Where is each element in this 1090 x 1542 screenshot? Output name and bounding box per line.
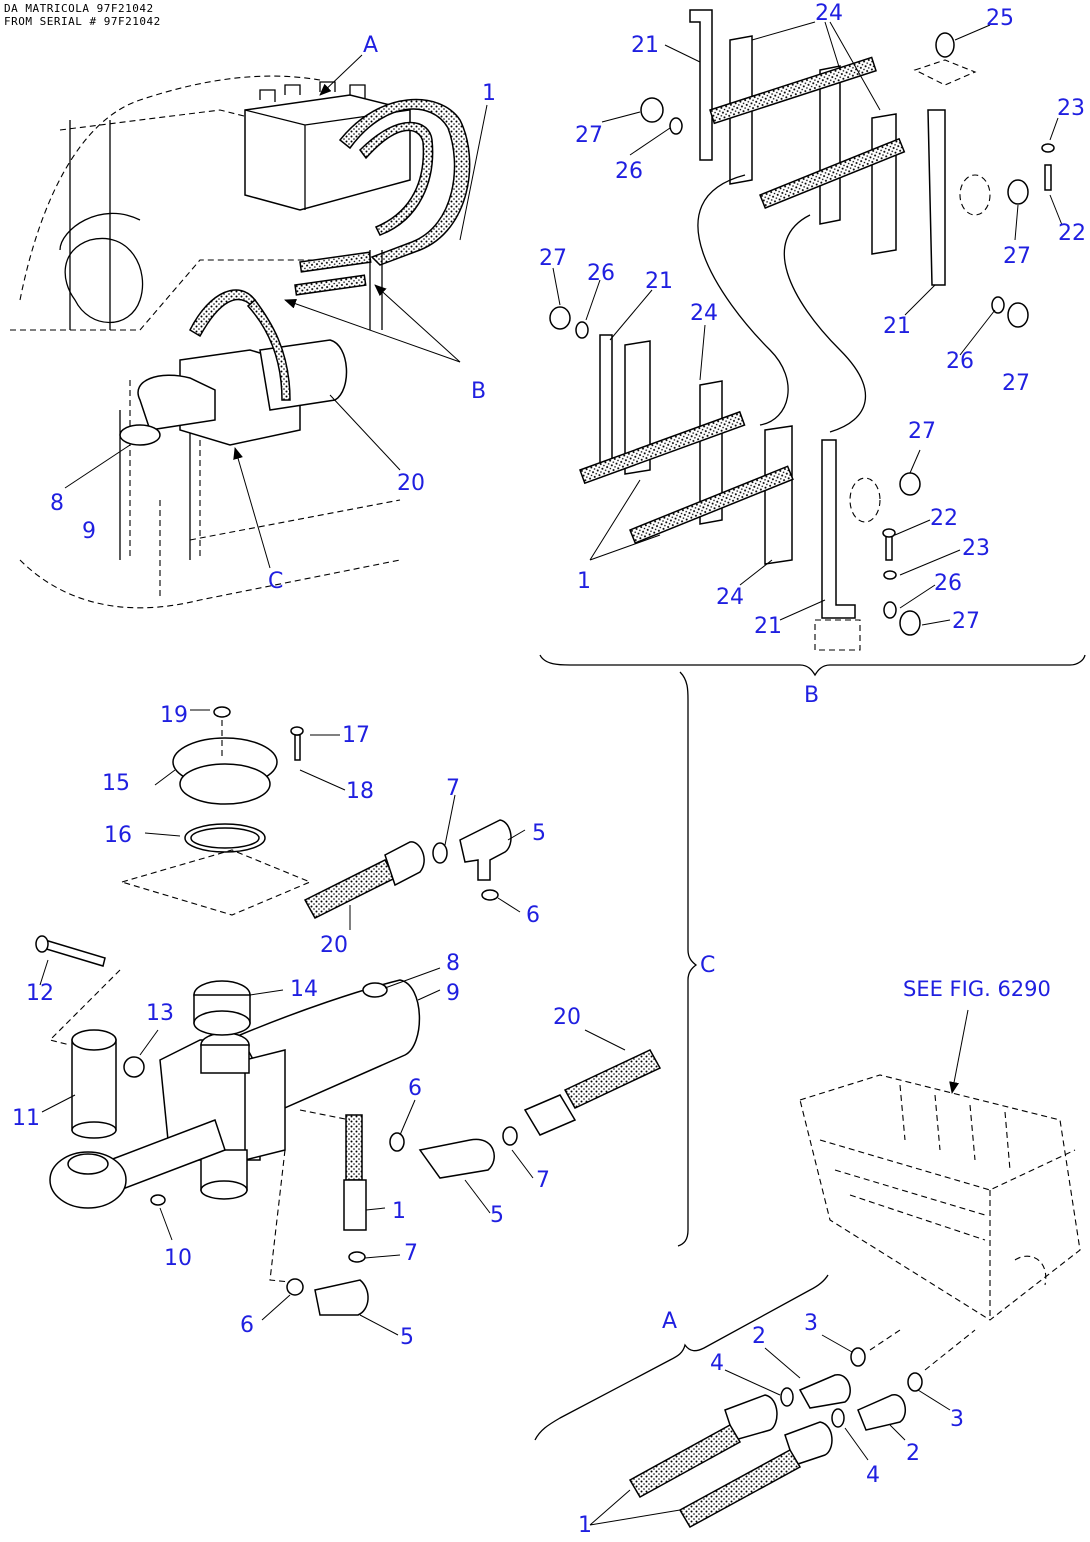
label-6-b: 6: [408, 1076, 422, 1101]
label-13: 13: [146, 1001, 174, 1026]
label-c-top: C: [268, 569, 283, 594]
label-21-d: 21: [754, 614, 782, 639]
label-21-b: 21: [645, 269, 673, 294]
label-8-top: 8: [50, 491, 64, 516]
label-21-a: 21: [631, 33, 659, 58]
serial-from-italian: DA MATRICOLA 97F21042: [4, 2, 154, 15]
detail-c-swivel-joint: [35, 671, 698, 1336]
label-17: 17: [342, 723, 370, 748]
label-3-a: 3: [804, 1311, 818, 1336]
label-8: 8: [446, 951, 460, 976]
label-27-e: 27: [908, 419, 936, 444]
detail-a-valve-fittings: [534, 1009, 1081, 1529]
label-26-b: 26: [587, 261, 615, 286]
label-25: 25: [986, 6, 1014, 31]
label-1-d: 1: [578, 1513, 592, 1538]
label-20-b: 20: [553, 1005, 581, 1030]
label-20-top: 20: [397, 471, 425, 496]
label-12: 12: [26, 981, 54, 1006]
label-2-b: 2: [906, 1441, 920, 1466]
serial-from-english: FROM SERIAL # 97F21042: [4, 15, 161, 28]
label-1-c: 1: [392, 1199, 406, 1224]
label-1-b: 1: [577, 569, 591, 594]
label-26-c: 26: [946, 349, 974, 374]
label-23-a: 23: [1057, 96, 1085, 121]
label-a-brace: A: [662, 1309, 677, 1334]
label-4-a: 4: [710, 1351, 724, 1376]
label-2-a: 2: [752, 1324, 766, 1349]
label-5-b: 5: [490, 1203, 504, 1228]
label-4-b: 4: [866, 1463, 880, 1488]
label-27-d: 27: [1002, 371, 1030, 396]
label-c-brace: C: [700, 953, 715, 978]
label-23-b: 23: [962, 536, 990, 561]
label-22-b: 22: [930, 506, 958, 531]
label-5-a: 5: [532, 821, 546, 846]
label-1-top: 1: [482, 81, 496, 106]
label-26-d: 26: [934, 571, 962, 596]
label-20-a: 20: [320, 933, 348, 958]
machine-overview: [10, 54, 488, 609]
label-6-a: 6: [526, 903, 540, 928]
label-27-b: 27: [1003, 244, 1031, 269]
see-figure-reference: SEE FIG. 6290: [903, 977, 1051, 1001]
label-14: 14: [290, 977, 318, 1002]
label-5-c: 5: [400, 1325, 414, 1350]
label-24-b: 24: [690, 301, 718, 326]
callout-labels: A 1 B 20 8 9 C 21 24 25 27 26 23 22 27 2…: [12, 1, 1086, 1538]
label-7-b: 7: [536, 1168, 550, 1193]
label-22-a: 22: [1058, 221, 1086, 246]
label-15: 15: [102, 771, 130, 796]
label-b-brace: B: [804, 683, 819, 708]
label-6-c: 6: [240, 1313, 254, 1338]
label-7-c: 7: [404, 1241, 418, 1266]
label-26-a: 26: [615, 159, 643, 184]
label-19: 19: [160, 703, 188, 728]
label-11: 11: [12, 1106, 40, 1131]
label-18: 18: [346, 779, 374, 804]
detail-b-clamp-assembly: [539, 9, 1086, 677]
label-27-f: 27: [952, 609, 980, 634]
label-9: 9: [446, 981, 460, 1006]
label-a-top: A: [363, 33, 378, 58]
label-16: 16: [104, 823, 132, 848]
label-27-c: 27: [539, 246, 567, 271]
label-24-a: 24: [815, 1, 843, 26]
label-24-c: 24: [716, 585, 744, 610]
label-7-a: 7: [446, 776, 460, 801]
label-3-b: 3: [950, 1407, 964, 1432]
label-27-a: 27: [575, 123, 603, 148]
label-21-c: 21: [883, 314, 911, 339]
label-b-top: B: [471, 379, 486, 404]
label-10: 10: [164, 1246, 192, 1271]
label-9-top: 9: [82, 519, 96, 544]
